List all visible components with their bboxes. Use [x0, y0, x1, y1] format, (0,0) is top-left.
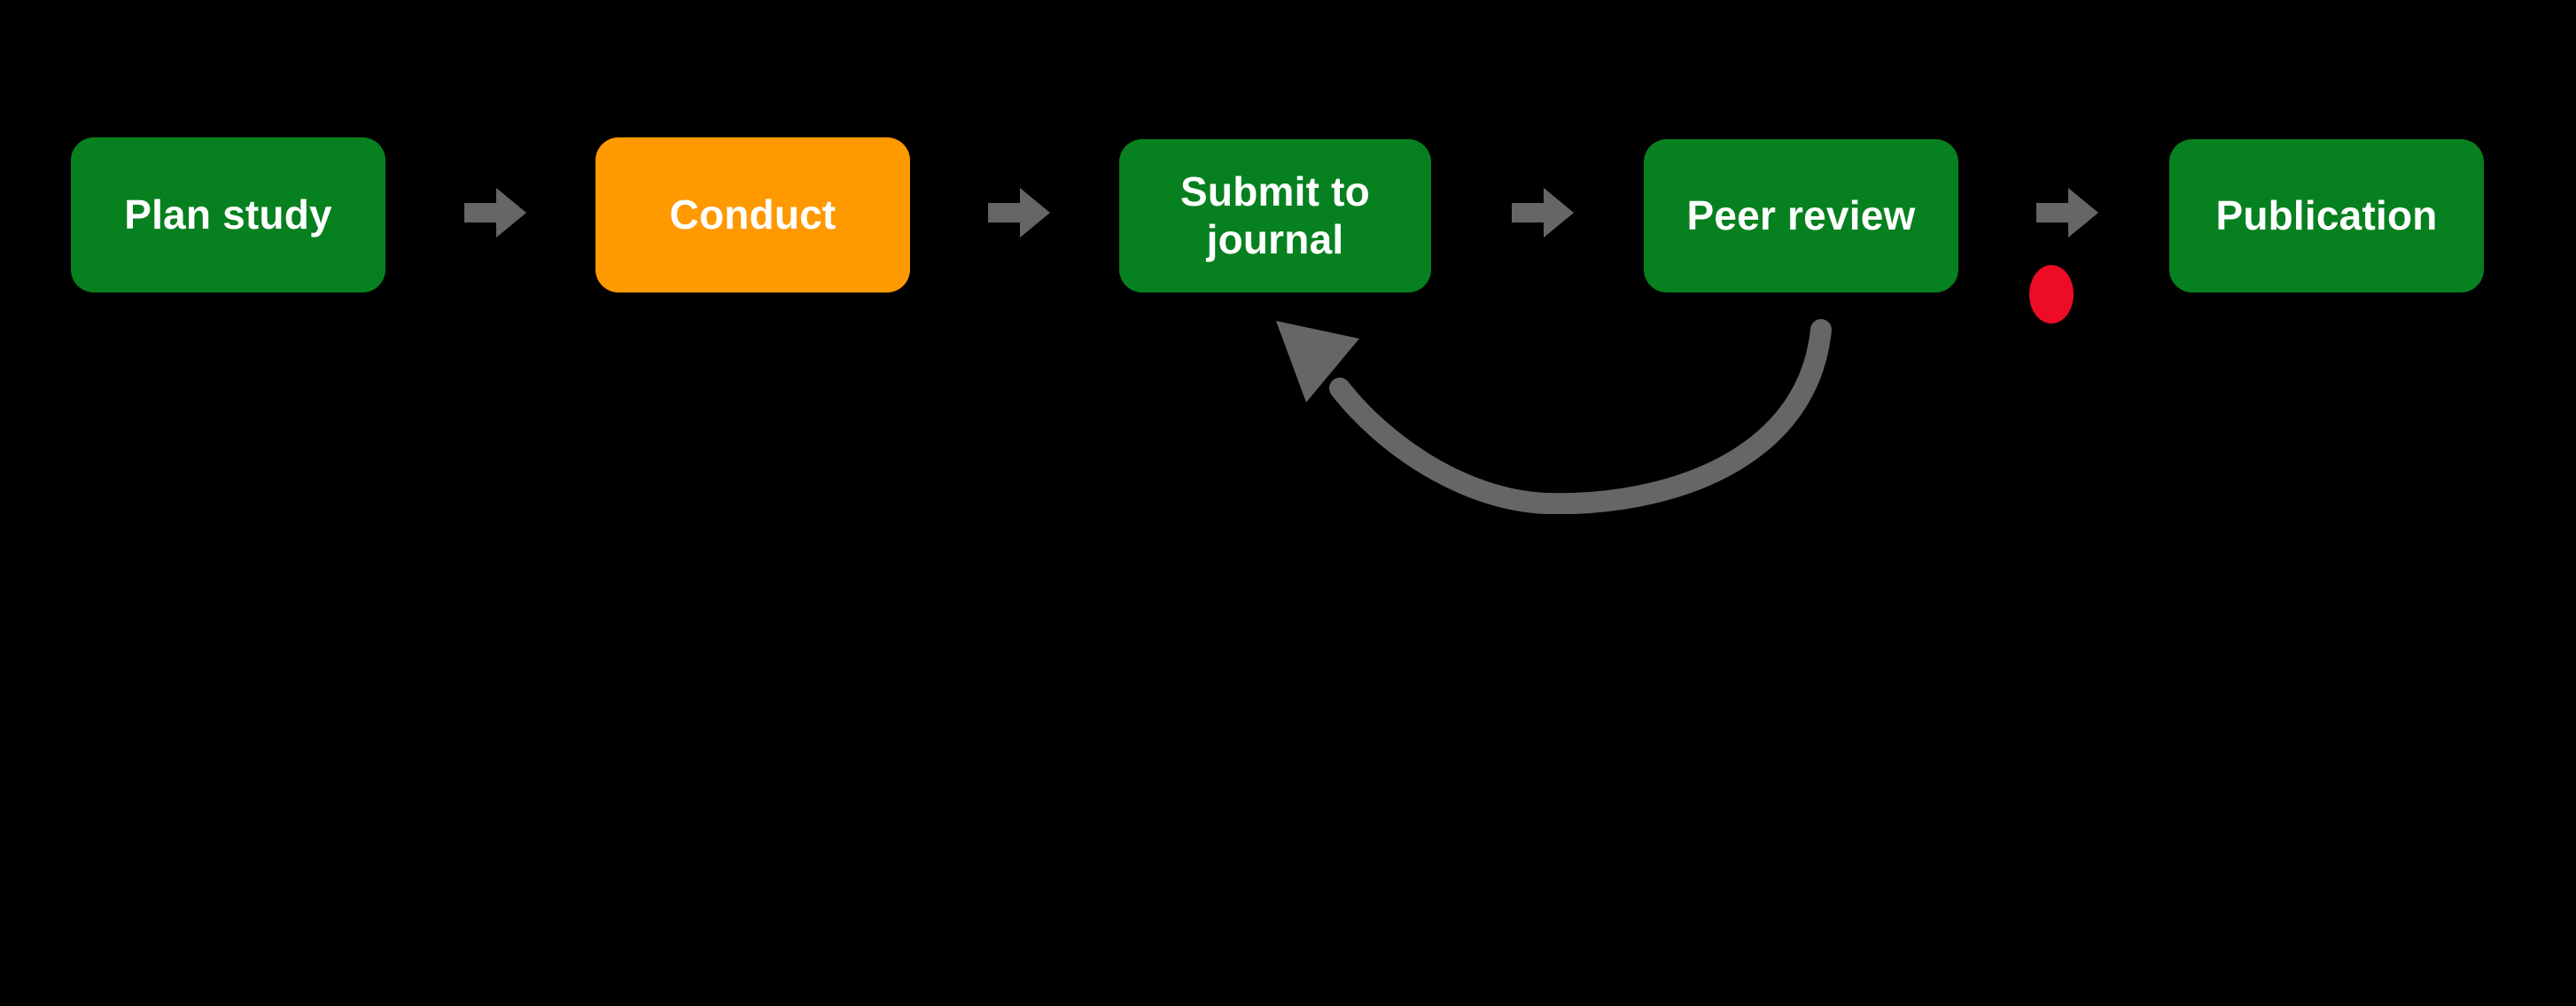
node-label-conduct: Conduct: [669, 191, 837, 238]
node-publication[interactable]: Publication: [2169, 139, 2484, 292]
node-peer-review[interactable]: Peer review: [1644, 139, 1958, 292]
node-label-plan-study: Plan study: [124, 191, 332, 238]
arrow-right-icon-peer-to-publication: [2036, 186, 2098, 239]
node-conduct[interactable]: Conduct: [595, 137, 910, 292]
node-label-submit-to-journal: Submit to journal: [1180, 168, 1370, 262]
rejection-status-dot: [2029, 265, 2074, 324]
node-plan-study[interactable]: Plan study: [71, 137, 385, 292]
node-label-publication: Publication: [2215, 191, 2438, 238]
curved-feedback-arrow-peer-review-to-submit: [1241, 284, 1879, 514]
arrow-right-icon-submit-to-peer: [1512, 186, 1574, 239]
arrow-right-icon-conduct-to-submit: [988, 186, 1050, 239]
arrow-right-icon-plan-to-conduct: [464, 186, 526, 239]
node-submit-to-journal[interactable]: Submit to journal: [1119, 139, 1431, 292]
node-label-peer-review: Peer review: [1686, 191, 1916, 238]
